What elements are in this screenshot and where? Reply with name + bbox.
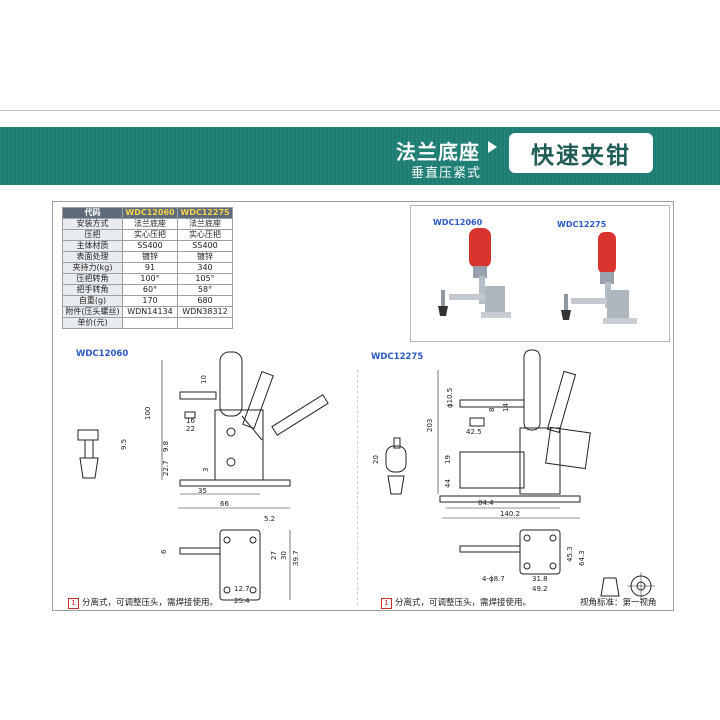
- spec-table: 代码 WDC12060 WDC12275 安装方式 法兰底座 法兰底座 压把 实…: [62, 207, 233, 329]
- drawing-left-title: WDC12060: [76, 349, 129, 359]
- dim-label: 100: [144, 407, 152, 420]
- note-number-badge: 1: [68, 598, 79, 609]
- product-badge: 快速夹钳: [509, 133, 653, 173]
- table-row: 压把 实心压把 实心压把: [62, 229, 233, 241]
- dim-label: 3: [202, 468, 210, 472]
- dim-label: ϕ10.5: [446, 388, 454, 408]
- category-title: 法兰底座: [396, 140, 480, 164]
- note-number-badge: 1: [381, 598, 392, 609]
- dim-label: 203: [426, 419, 434, 432]
- note-text: 分离式，可调整压头，需焊接使用。: [82, 598, 219, 608]
- dim-label: 44: [444, 479, 452, 488]
- clamp-photo-large: [561, 232, 637, 324]
- dim-label: 10: [200, 375, 208, 384]
- product-photo-box: WDC12060 WDC12275: [410, 205, 670, 342]
- drawing-left-body: [77, 351, 329, 601]
- photo-label-left: WDC12060: [433, 218, 483, 227]
- dim-label: 140.2: [500, 510, 520, 518]
- header-banner: 法兰底座 垂直压紧式 快速夹钳: [0, 127, 720, 185]
- dim-label: 49.2: [532, 585, 548, 593]
- dim-label: 66: [220, 500, 229, 508]
- product-photos-illustration: [438, 228, 637, 324]
- dim-label: 20: [372, 455, 380, 464]
- photo-label-right: WDC12275: [557, 220, 607, 229]
- drawing-right-dims: 203 ϕ10.5 8 14 42.5 20 19 44 84.4 140.2 …: [372, 388, 586, 593]
- note-text: 分离式，可调整压头，需焊接使用。: [395, 598, 532, 608]
- dim-label: 16: [186, 417, 195, 425]
- drawing-right-body: [385, 349, 655, 600]
- dim-label: 35: [198, 487, 207, 495]
- dim-label: 25.4: [234, 597, 250, 605]
- dim-label: 31.8: [532, 575, 548, 583]
- row-label: 压把: [62, 229, 123, 241]
- dim-label: 9.8: [162, 441, 170, 452]
- drawing-separator: [357, 370, 358, 605]
- dim-label: 39.7: [292, 550, 300, 566]
- dim-label: 27: [270, 551, 278, 560]
- dim-label: 5.2: [264, 515, 275, 523]
- dim-label: 14: [502, 403, 510, 412]
- dim-label: 6: [160, 549, 168, 554]
- drawing-left-dims: 100 16 10 22 9.8 22.7 3 9.5 35 66 5.2 6 …: [120, 375, 300, 605]
- dim-label: 12.7: [234, 585, 250, 593]
- dim-label: 45.3: [566, 546, 574, 562]
- table-row: 主体材质 SS400 SS400: [62, 240, 233, 252]
- table-row: 单价(元): [62, 317, 233, 329]
- dim-label: 42.5: [466, 428, 482, 436]
- category-subtitle: 垂直压紧式: [411, 166, 482, 181]
- row-value-2: [177, 317, 233, 329]
- dim-label: 22.7: [162, 460, 170, 476]
- dim-label: 8: [488, 408, 496, 412]
- chevron-right-icon: [488, 141, 497, 153]
- table-row: 夹持力(kg) 91 340: [62, 262, 233, 274]
- dim-label: 19: [444, 455, 452, 464]
- dim-label: 84.4: [478, 499, 494, 507]
- dim-label: 4-ϕ8.7: [482, 575, 505, 583]
- table-row: 安装方式 法兰底座 法兰底座: [62, 218, 233, 230]
- table-row: 把手转角 60° 58°: [62, 284, 233, 296]
- dim-label: 22: [186, 425, 195, 433]
- clamp-photo-small: [438, 228, 511, 318]
- dim-label: 30: [280, 551, 288, 560]
- drawing-right-title: WDC12275: [371, 352, 424, 362]
- top-divider-line: [0, 110, 720, 111]
- view-standard-label: 视角标准：第一视角: [580, 598, 657, 608]
- dim-label: 9.5: [120, 439, 128, 450]
- dim-label: 64.3: [578, 550, 586, 566]
